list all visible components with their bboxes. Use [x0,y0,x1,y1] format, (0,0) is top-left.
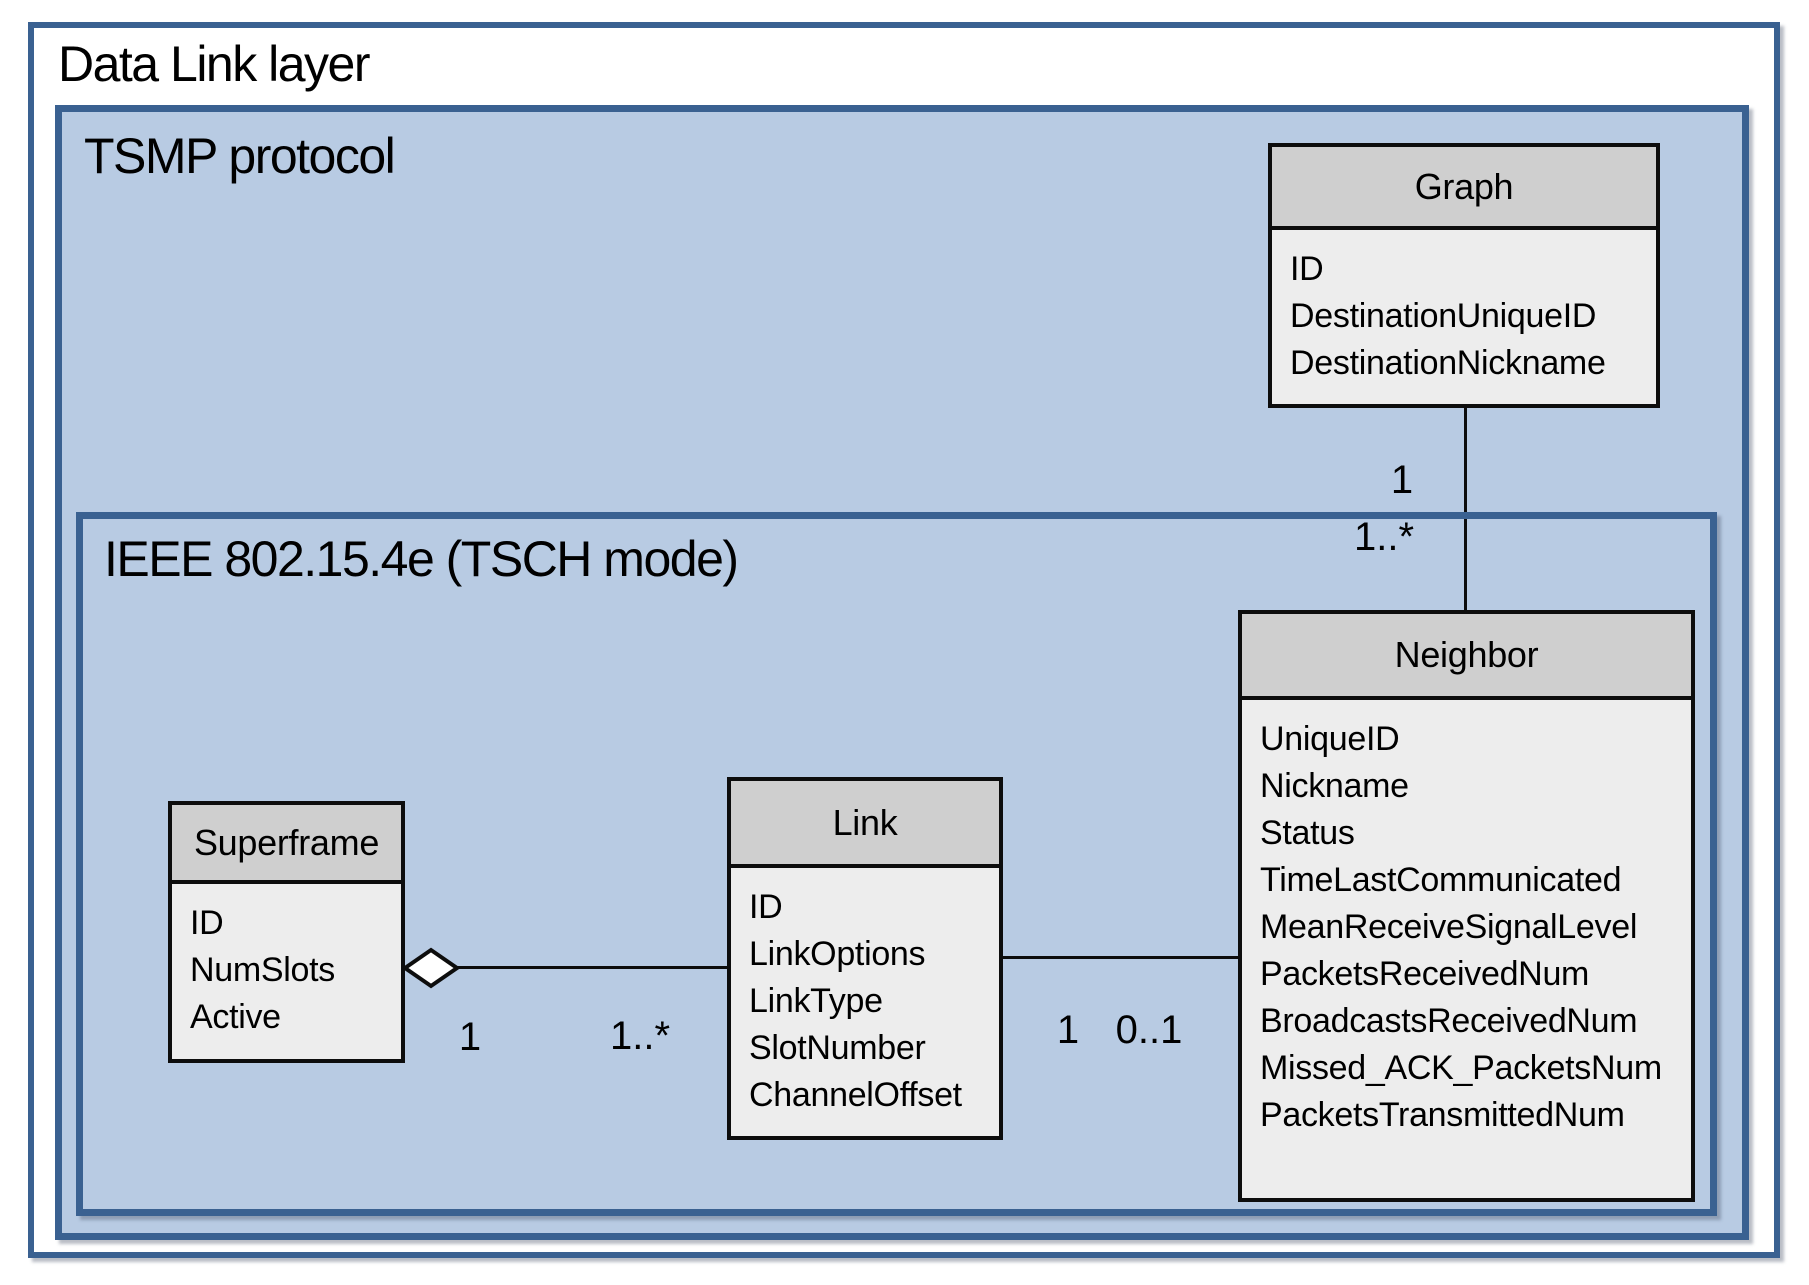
data-link-layer-label: Data Link layer [58,36,371,92]
class-graph-title: Graph [1272,147,1656,230]
ieee-802-15-4e-label: IEEE 802.15.4e (TSCH mode) [104,531,739,587]
connector-superframe-link [455,966,727,969]
attribute-row: LinkType [749,982,883,1020]
attribute-row: UniqueID [1260,720,1400,758]
connector-link-neighbor [1003,956,1238,959]
attribute-row: MeanReceiveSignalLevel [1260,908,1638,946]
attribute-row: ID [749,888,783,926]
attribute-row: ID [1290,250,1324,288]
aggregation-diamond-icon [402,947,460,989]
attribute-row: TimeLastCommunicated [1260,861,1622,899]
class-graph-attributes: ID DestinationUniqueID DestinationNickname [1272,230,1656,387]
attribute-row: DestinationUniqueID [1290,297,1597,335]
attribute-row: ID [190,904,224,942]
connector-graph-neighbor [1464,408,1467,610]
multiplicity-neighbor-end-of-link: 0..1 [1115,1008,1183,1052]
attribute-row: Missed_ACK_PacketsNum [1260,1049,1662,1087]
attribute-row: LinkOptions [749,935,926,973]
attribute-row: ChannelOffset [749,1076,962,1114]
multiplicity-graph-end: 1 [1390,458,1414,502]
attribute-row: BroadcastsReceivedNum [1260,1002,1638,1040]
attribute-row: Active [190,998,281,1036]
attribute-row: DestinationNickname [1290,344,1606,382]
multiplicity-neighbor-end-of-graph: 1..* [1353,515,1415,559]
multiplicity-link-end: 1 [1056,1008,1080,1052]
class-graph: Graph ID DestinationUniqueID DestinationNi… [1268,143,1660,408]
attribute-row: Nickname [1260,767,1409,805]
class-superframe-title: Superframe [172,805,401,884]
container-ieee-802-15-4e: IEEE 802.15.4e (TSCH mode) [76,512,1717,1216]
tsmp-protocol-label: TSMP protocol [84,128,396,184]
attribute-row: PacketsReceivedNum [1260,955,1590,993]
attribute-row: SlotNumber [749,1029,926,1067]
attribute-row: NumSlots [190,951,335,989]
class-neighbor-title: Neighbor [1242,614,1691,700]
attribute-row: Status [1260,814,1355,852]
class-link-title: Link [731,781,999,868]
attribute-row: PacketsTransmittedNum [1260,1096,1625,1134]
multiplicity-superframe-end: 1 [458,1015,482,1059]
multiplicity-link-end-of-superframe: 1..* [609,1014,671,1058]
